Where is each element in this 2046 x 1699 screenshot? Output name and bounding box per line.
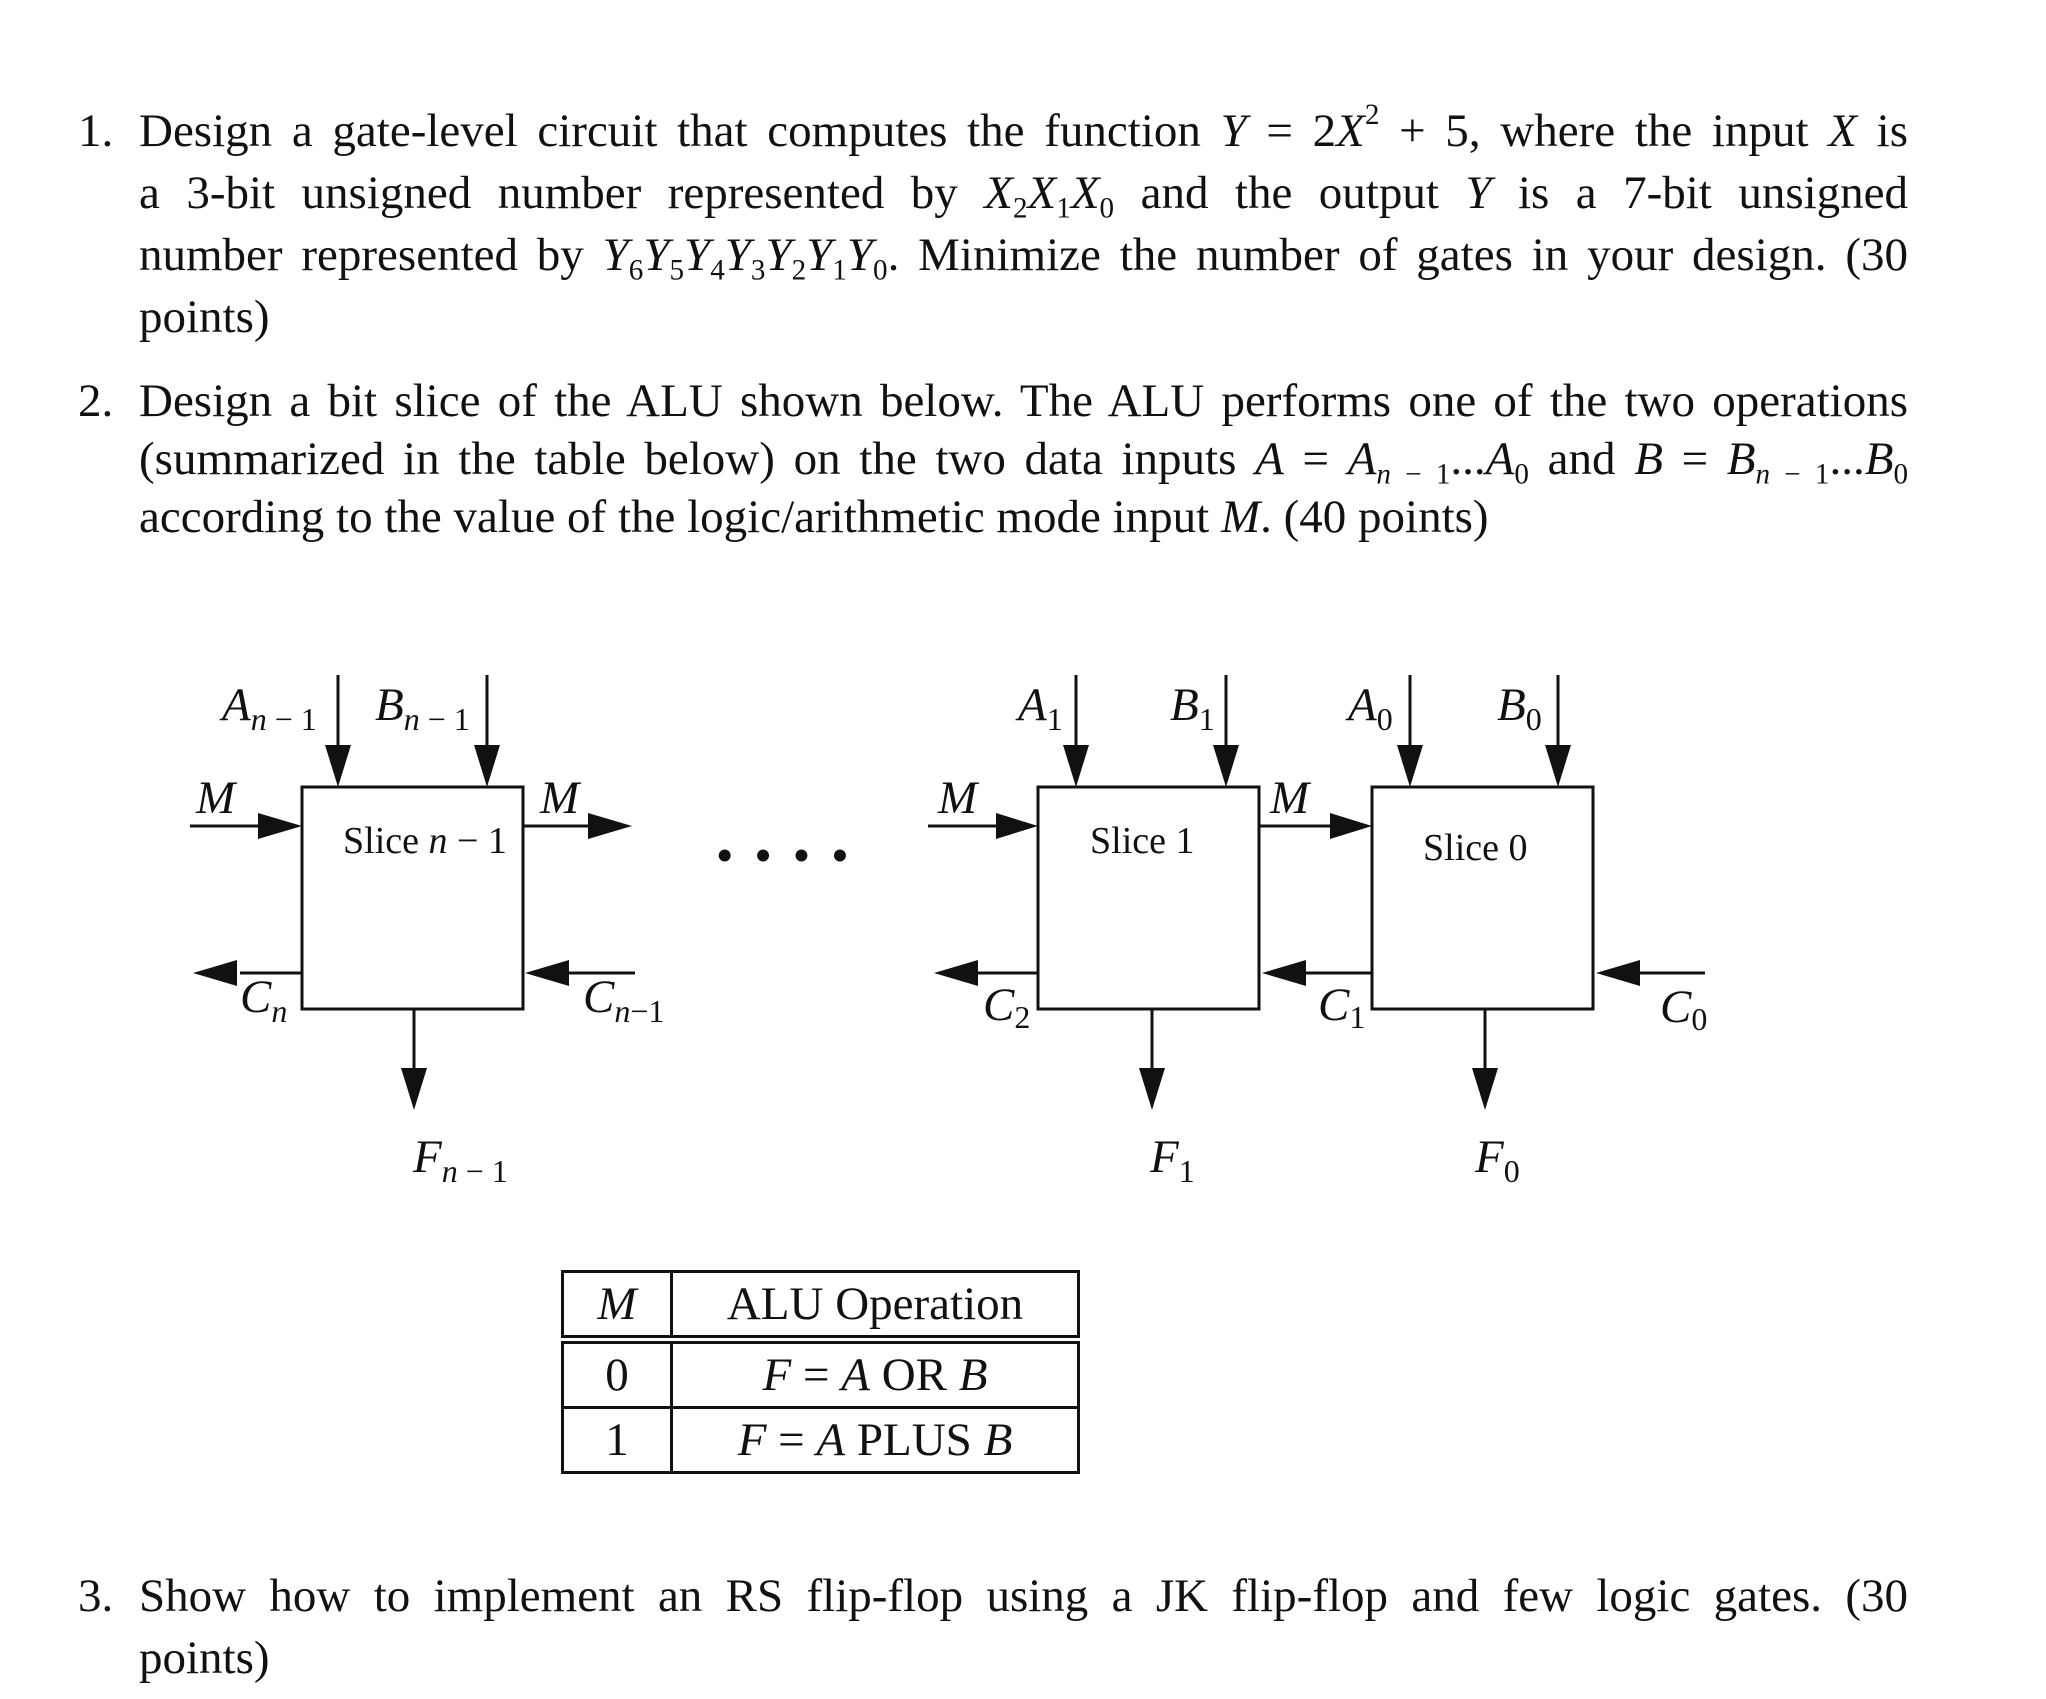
- arrow-a-n-1: [325, 745, 351, 787]
- arrow-b-n-1: [474, 745, 500, 787]
- q2-line-2: (summarized in the table below) on the t…: [139, 433, 1909, 491]
- arrow-m-in-n-1: [258, 813, 302, 839]
- label-m-n-1-in: M: [195, 772, 238, 824]
- label-c0: C0: [1660, 981, 1707, 1037]
- table-cell-m: 0: [561, 1338, 673, 1409]
- slice-0-box: [1370, 785, 1595, 1011]
- slice-0-label: Slice 0: [1423, 827, 1527, 869]
- arrow-c0: [1596, 960, 1640, 986]
- alu-operation-table: M ALU Operation 0 F = A OR B 1 F = A PLU…: [561, 1270, 1080, 1474]
- q3-line-2: points): [139, 1632, 270, 1684]
- label-f-n-1: Fn − 1: [412, 1131, 508, 1189]
- arrow-c-n-1: [525, 960, 569, 986]
- table-cell-m: 1: [561, 1406, 673, 1474]
- arrow-f-n-1: [401, 1068, 427, 1110]
- slice-n-1-label: Slice n − 1: [343, 820, 507, 862]
- arrow-c2: [934, 960, 978, 986]
- question-2: 2. Design a bit slice of the ALU shown b…: [78, 372, 1908, 546]
- label-b0: B0: [1497, 679, 1542, 737]
- table-cell-op: F = A OR B: [670, 1338, 1080, 1409]
- label-f0: F0: [1474, 1131, 1520, 1189]
- q3-line-1: Show how to implement an RS flip-flop us…: [139, 1570, 1908, 1622]
- question-1: 1. Design a gate-level circuit that comp…: [78, 100, 1908, 348]
- question-number: 1.: [78, 105, 114, 157]
- label-c2: C2: [983, 979, 1030, 1035]
- label-c-n-1: Cn−1: [583, 971, 664, 1029]
- arrow-m-in-0: [1330, 813, 1372, 839]
- arrow-a1: [1063, 745, 1089, 787]
- label-a-n-1: An − 1: [219, 679, 317, 737]
- arrow-a0: [1397, 745, 1423, 787]
- q1-line-1: Design a gate-level circuit that compute…: [139, 99, 1908, 157]
- arrow-m-out-n-1: [588, 813, 632, 839]
- ellipsis: • • • •: [717, 831, 854, 880]
- q1-line-4: points): [139, 291, 270, 343]
- arrow-f0: [1472, 1068, 1498, 1110]
- q2-line-3: according to the value of the logic/arit…: [139, 491, 1489, 543]
- table-row: 1 F = A PLUS B: [561, 1406, 1080, 1474]
- label-f1: F1: [1149, 1131, 1195, 1189]
- label-m-0-in: M: [1269, 772, 1312, 824]
- label-m-1-in: M: [937, 772, 980, 824]
- table-header-m: M: [561, 1270, 673, 1344]
- table-cell-op: F = A PLUS B: [670, 1406, 1080, 1474]
- question-number: 2.: [78, 375, 114, 427]
- table-header-operation: ALU Operation: [670, 1270, 1080, 1344]
- alu-slice-diagram: Slice n − 1 Slice 1 Slice 0 An − 1 Bn − …: [190, 675, 1707, 1189]
- q1-formula: Y: [1220, 105, 1247, 157]
- q1-line-2: a 3-bit unsigned number represented by X…: [139, 167, 1909, 225]
- arrow-c1: [1262, 960, 1306, 986]
- arrow-b1: [1213, 745, 1239, 787]
- q1-line-3: number represented by Y6Y5Y4Y3Y2Y1Y0. Mi…: [139, 229, 1908, 287]
- label-b1: B1: [1170, 679, 1215, 737]
- question-number: 3.: [78, 1570, 114, 1622]
- slice-1-label: Slice 1: [1090, 820, 1194, 862]
- label-c1: C1: [1318, 979, 1365, 1035]
- question-3: 3. Show how to implement an RS flip-flop…: [78, 1565, 1908, 1689]
- label-m-n-1-out: M: [539, 772, 582, 824]
- q2-line-1: Design a bit slice of the ALU shown belo…: [139, 375, 1908, 427]
- label-a0: A0: [1345, 679, 1393, 737]
- label-c-n: Cn: [240, 971, 287, 1029]
- arrow-c-n: [193, 960, 237, 986]
- table-row: 0 F = A OR B: [561, 1338, 1080, 1409]
- arrow-f1: [1139, 1068, 1165, 1110]
- slice-1-box: [1036, 785, 1261, 1011]
- arrow-m-in-1: [996, 813, 1038, 839]
- label-a1: A1: [1015, 679, 1063, 737]
- arrow-b0: [1545, 745, 1571, 787]
- label-b-n-1: Bn − 1: [375, 679, 470, 737]
